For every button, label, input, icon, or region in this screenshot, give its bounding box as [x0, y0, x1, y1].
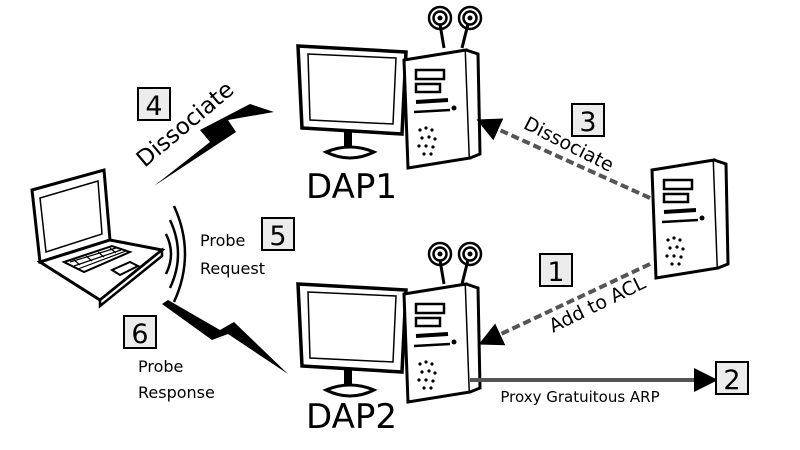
probe-response-bolt-icon — [162, 300, 288, 374]
dap2-node: DAP2 — [296, 241, 483, 437]
dap1-label: DAP1 — [306, 167, 397, 207]
dap1-antenna-icon — [427, 5, 483, 50]
radio-waves-icon — [164, 205, 187, 303]
step-3-badge: 3 — [571, 103, 605, 138]
step-4-number: 4 — [145, 91, 162, 122]
dap2-antenna-icon — [427, 241, 483, 286]
dap1-node: DAP1 — [296, 5, 483, 207]
step-6-badge: 6 — [123, 315, 157, 350]
dissociate-bolt-icon — [154, 104, 274, 186]
step-2-badge: 2 — [715, 361, 749, 396]
step-5-label-line1: Probe — [200, 231, 245, 250]
add-to-acl-arrow — [478, 262, 651, 346]
client-laptop-icon — [30, 168, 166, 309]
step-2-number: 2 — [723, 365, 740, 396]
step-1-number: 1 — [547, 257, 564, 288]
step-5-badge: 5 — [261, 217, 295, 252]
step-6-label-line1: Probe — [138, 357, 183, 376]
step-6-label-line2: Response — [138, 383, 215, 402]
dap1-server-icon — [402, 48, 482, 170]
dissociate-arrow — [476, 118, 651, 200]
dap2-monitor-icon — [296, 282, 408, 398]
step-5-label-line2: Request — [200, 259, 265, 278]
step-4-badge: 4 — [137, 87, 171, 122]
controller-node — [650, 158, 730, 280]
step-2-label: Proxy Gratuitous ARP — [500, 388, 659, 406]
step-5-number: 5 — [269, 221, 286, 252]
step-6-number: 6 — [131, 319, 148, 350]
step-1-badge: 1 — [539, 253, 573, 288]
dap2-server-icon — [402, 282, 482, 404]
dap1-monitor-icon — [296, 44, 408, 160]
controller-server-icon — [650, 158, 730, 280]
step-3-number: 3 — [579, 107, 596, 138]
dap2-label: DAP2 — [306, 397, 397, 437]
